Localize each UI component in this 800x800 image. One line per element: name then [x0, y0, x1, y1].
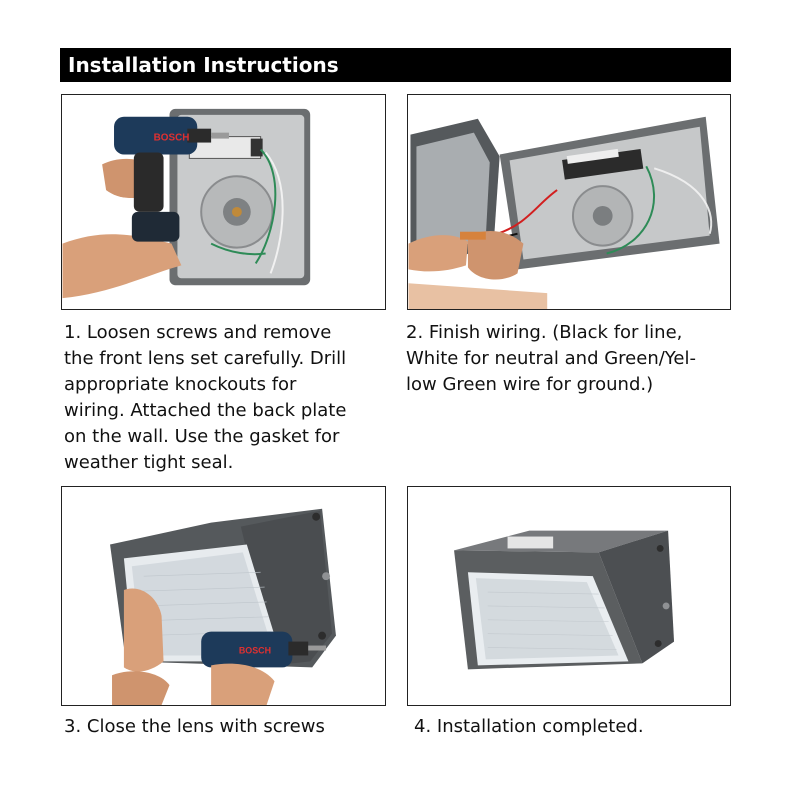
step-2-photo — [407, 94, 731, 310]
section-title: Installation Instructions — [68, 53, 339, 77]
drill-opening-housing-illustration: BOSCH — [62, 95, 385, 309]
step-2-caption: 2. Finish wiring. (Black for line, White… — [406, 322, 696, 395]
step-4-photo — [407, 486, 731, 706]
wiring-connection-illustration — [408, 95, 730, 309]
completed-wall-pack-illustration — [408, 487, 730, 705]
drill-brand-label: BOSCH — [239, 645, 271, 655]
closing-lens-with-drill-illustration: BOSCH — [62, 487, 385, 705]
step-3-photo: BOSCH — [61, 486, 386, 706]
step-3-caption: 3. Close the lens with screws — [64, 716, 325, 737]
step-1-photo: BOSCH — [61, 94, 386, 310]
section-header: Installation Instructions — [60, 48, 731, 82]
drill-brand-label: BOSCH — [154, 133, 190, 144]
step-1-caption: 1. Loosen screws and remove the front le… — [64, 322, 347, 473]
step-4-caption: 4. Installation completed. — [414, 716, 644, 737]
